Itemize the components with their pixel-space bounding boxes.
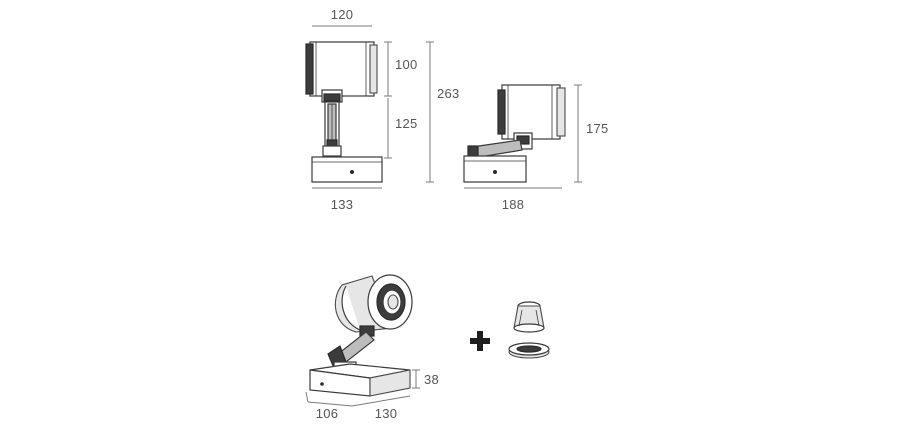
side-lamp-head: [497, 84, 566, 140]
dim-front-base-width: 133: [331, 197, 354, 212]
dim-front-arm-height: 125: [395, 116, 418, 131]
side-base: [463, 155, 527, 183]
perspective-view: 38 106 130: [305, 274, 439, 421]
dim-side-height: 175: [586, 121, 609, 136]
perspective-arm: [327, 325, 375, 371]
side-view: 175 188: [463, 84, 609, 212]
perspective-lamp-head: [334, 274, 413, 333]
dim-total-height: 263: [437, 86, 460, 101]
dim-front-head-height: 100: [395, 57, 418, 72]
perspective-base: [309, 363, 411, 397]
front-view: 120: [305, 7, 460, 212]
dim-base-width: 130: [375, 406, 398, 421]
dim-base-depth: 106: [316, 406, 339, 421]
front-base: [311, 156, 383, 183]
dim-base-height: 38: [424, 372, 439, 387]
lens-accessory-icon: [513, 301, 545, 333]
front-lamp-head: [305, 41, 378, 97]
accessory-group: [470, 301, 550, 359]
dim-front-width-top: 120: [331, 7, 354, 22]
side-arm: [467, 139, 523, 159]
front-arm: [322, 101, 342, 157]
plus-icon: [470, 331, 490, 351]
ring-accessory-icon: [508, 342, 550, 359]
dim-side-width: 188: [502, 197, 525, 212]
front-joint: [321, 89, 343, 103]
